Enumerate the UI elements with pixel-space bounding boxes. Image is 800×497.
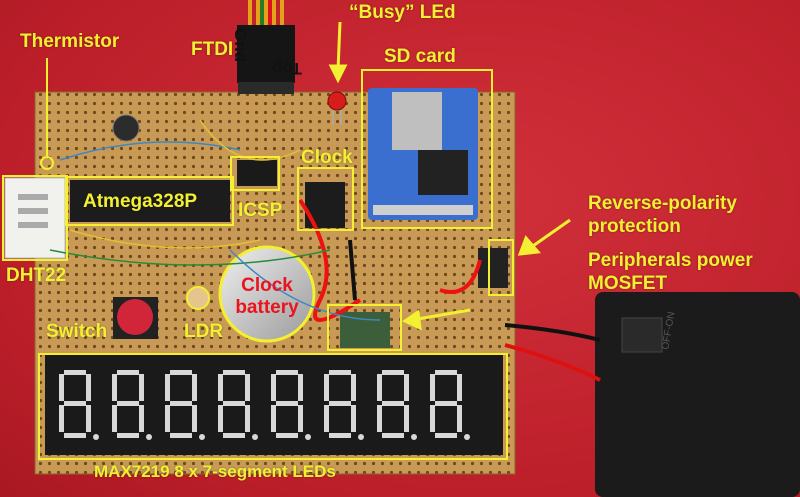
digit-4-segment xyxy=(223,401,245,406)
digit-5-decimal-point xyxy=(305,434,311,440)
digit-8-segment xyxy=(430,405,435,432)
digit-3-segment xyxy=(165,405,170,432)
digit-4-segment xyxy=(218,374,223,401)
digit-2-segment xyxy=(117,370,139,375)
label-ftdi-gnd: Gnd xyxy=(231,28,250,62)
atmega-chip xyxy=(70,180,230,222)
digit-6-decimal-point xyxy=(358,434,364,440)
digit-5-segment xyxy=(271,374,276,401)
digit-3-segment xyxy=(170,433,192,438)
digit-5-segment xyxy=(276,370,298,375)
digit-7-segment xyxy=(382,401,404,406)
digit-6-segment xyxy=(329,370,351,375)
digit-5-segment xyxy=(276,401,298,406)
label-peripherals-2: MOSFET xyxy=(588,273,668,294)
digit-1-segment xyxy=(59,374,64,401)
digit-2-segment xyxy=(112,374,117,401)
label-ftdi: FTDI xyxy=(191,39,234,60)
digit-1-segment xyxy=(86,374,91,401)
label-dht22: DHT22 xyxy=(6,265,67,286)
digit-8-segment xyxy=(435,433,457,438)
digit-5-segment xyxy=(276,433,298,438)
digit-4-segment xyxy=(245,374,250,401)
digit-7-segment xyxy=(404,374,409,401)
label-reverse-polarity-2: protection xyxy=(588,216,681,237)
digit-1-segment xyxy=(64,370,86,375)
digit-4-segment xyxy=(223,433,245,438)
display-digits xyxy=(59,370,470,440)
digit-4-segment xyxy=(223,370,245,375)
label-busy-led: “Busy” LEd xyxy=(349,2,456,23)
digit-1-segment xyxy=(59,405,64,432)
digit-1-segment xyxy=(86,405,91,432)
digit-6-segment xyxy=(329,433,351,438)
label-thermistor: Thermistor xyxy=(20,31,120,52)
label-peripherals-1: Peripherals power xyxy=(588,250,753,271)
digit-4-segment xyxy=(218,405,223,432)
digit-3-segment xyxy=(170,401,192,406)
label-ldr: LDR xyxy=(184,321,224,342)
digit-4-decimal-point xyxy=(252,434,258,440)
digit-3-segment xyxy=(170,370,192,375)
label-max7219: MAX7219 8 x 7-segment LEDs xyxy=(94,462,336,481)
digit-3-segment xyxy=(192,405,197,432)
digit-5-segment xyxy=(298,374,303,401)
digit-8-segment xyxy=(430,374,435,401)
clock-battery xyxy=(218,245,316,343)
digit-7-decimal-point xyxy=(411,434,417,440)
mosfet xyxy=(340,312,390,348)
digit-3-segment xyxy=(165,374,170,401)
digit-1-segment xyxy=(64,401,86,406)
digit-2-segment xyxy=(117,401,139,406)
digit-8-segment xyxy=(435,370,457,375)
digit-2-segment xyxy=(139,405,144,432)
digit-6-segment xyxy=(351,405,356,432)
label-atmega: Atmega328P xyxy=(83,191,198,212)
digit-3-segment xyxy=(192,374,197,401)
label-ftdi-top: Top xyxy=(272,59,302,78)
label-clock: Clock xyxy=(301,147,353,168)
digit-2-decimal-point xyxy=(146,434,152,440)
switch-button xyxy=(117,299,153,335)
digit-6-segment xyxy=(351,374,356,401)
label-clock-battery-2: battery xyxy=(235,297,299,318)
digit-6-segment xyxy=(324,374,329,401)
digit-8-decimal-point xyxy=(464,434,470,440)
busy-led xyxy=(327,91,347,111)
ftdi-connector xyxy=(237,25,295,83)
digit-5-segment xyxy=(298,405,303,432)
icsp-header xyxy=(237,160,277,186)
label-icsp: ICSP xyxy=(238,200,283,221)
label-clock-battery-1: Clock xyxy=(241,275,293,296)
digit-3-decimal-point xyxy=(199,434,205,440)
digit-2-segment xyxy=(112,405,117,432)
digit-7-segment xyxy=(377,405,382,432)
digit-4-segment xyxy=(245,405,250,432)
digit-8-segment xyxy=(457,405,462,432)
digit-7-segment xyxy=(404,405,409,432)
digit-8-segment xyxy=(435,401,457,406)
digit-7-segment xyxy=(377,374,382,401)
digit-5-segment xyxy=(271,405,276,432)
digit-7-segment xyxy=(382,433,404,438)
digit-1-segment xyxy=(64,433,86,438)
digit-2-segment xyxy=(139,374,144,401)
ldr xyxy=(186,286,210,310)
digit-6-segment xyxy=(329,401,351,406)
digit-7-segment xyxy=(382,370,404,375)
dht22-sensor xyxy=(4,177,66,259)
digit-2-segment xyxy=(117,433,139,438)
digit-6-segment xyxy=(324,405,329,432)
label-reverse-polarity-1: Reverse-polarity xyxy=(588,193,737,214)
label-sd-card: SD card xyxy=(384,46,456,67)
digit-1-decimal-point xyxy=(93,434,99,440)
label-switch: Switch xyxy=(46,321,108,342)
digit-8-segment xyxy=(457,374,462,401)
